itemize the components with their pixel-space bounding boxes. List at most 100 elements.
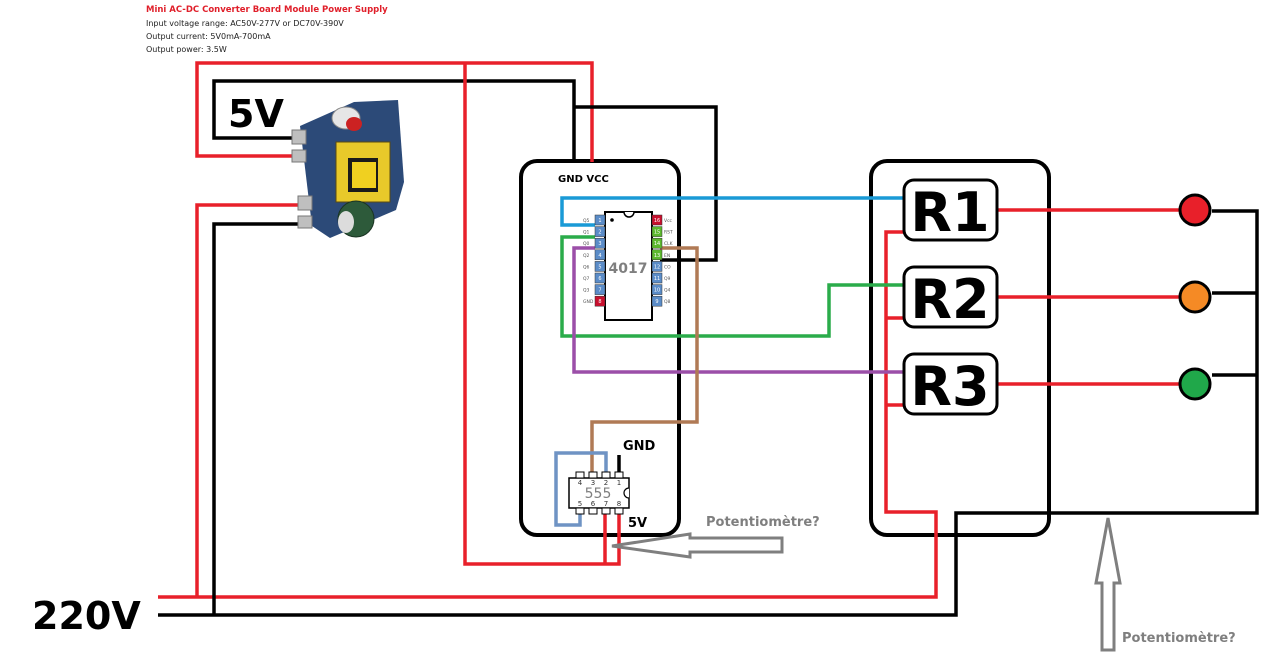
pin-box xyxy=(594,295,606,307)
ic-4017-pin: 4Q2 xyxy=(583,249,606,261)
pin-name: Q9 xyxy=(664,276,671,282)
gnd-vcc-label: GND VCC xyxy=(558,174,609,185)
power-supply-module-image xyxy=(291,100,404,238)
ic-555-pin xyxy=(614,471,624,479)
pin-number: 16 xyxy=(654,218,660,224)
supply-ac-neutral-wire xyxy=(212,222,303,615)
pin-number: 13 xyxy=(654,253,660,259)
lamp-icon xyxy=(1178,193,1212,227)
pin-name: Q6 xyxy=(583,264,590,270)
pin-number: 7 xyxy=(604,500,608,508)
mains-neutral-wire xyxy=(158,209,1259,617)
pin-name: GND xyxy=(583,299,594,305)
pin-number: 4 xyxy=(578,479,583,487)
pin-number: 9 xyxy=(655,299,658,305)
potentiometer-arrow-up xyxy=(1094,517,1122,652)
pin-number: 3 xyxy=(591,479,595,487)
ic-4017-pin: 5 Q6 xyxy=(583,261,606,272)
enable-to-gnd-wire xyxy=(574,105,718,262)
ic-555-pin xyxy=(601,507,611,515)
ic-555-pin xyxy=(601,471,611,479)
pin-number: 12 xyxy=(654,264,660,270)
pin-name: EN xyxy=(664,253,670,259)
pin-box xyxy=(594,261,606,272)
mains-wires xyxy=(158,203,1259,617)
ic-4017-pin: 9 Q8 xyxy=(651,295,671,307)
spec-input-voltage: Input voltage range: AC50V-277V or DC70V… xyxy=(146,19,344,28)
pin-number: 1 xyxy=(617,479,621,487)
pin-box xyxy=(651,214,663,226)
pin-name: RST xyxy=(664,230,673,236)
clock-wire xyxy=(590,246,699,472)
ic-4017-pin: 14 CLK xyxy=(651,237,674,249)
pin-number: 5 xyxy=(598,264,601,270)
pin-number: 10 xyxy=(654,288,660,294)
pin-name: Q0 xyxy=(583,241,590,247)
pin-number: 1 xyxy=(598,218,601,224)
pin-box xyxy=(651,237,663,249)
pin-number: 3 xyxy=(598,241,601,247)
relay-box xyxy=(902,352,999,416)
pin-number: 15 xyxy=(654,230,660,236)
supply-ac-live-wire xyxy=(195,203,303,597)
pin-box xyxy=(594,249,606,261)
relay-board-outline xyxy=(869,159,1051,537)
ic-555-label: 555 xyxy=(585,486,612,502)
ic-555-pin xyxy=(588,507,598,515)
ic-555-notch xyxy=(623,487,630,499)
controller-board-outline xyxy=(519,159,681,537)
ic-4017-pin: 3 Q0 xyxy=(583,237,606,249)
pin-name: CLK xyxy=(664,241,674,247)
pin-box xyxy=(594,226,606,237)
pin-number: 6 xyxy=(591,500,596,508)
pin-name: Q7 xyxy=(583,276,590,282)
dc-5v-wire xyxy=(195,61,594,162)
lamp-icon xyxy=(1178,280,1212,314)
q1-relay1-wire xyxy=(560,196,904,227)
pin-name: Q4 xyxy=(664,288,671,294)
pin-box xyxy=(651,284,663,295)
ic-4017-pin: 6 Q7 xyxy=(583,272,606,284)
relay-3: R3 xyxy=(902,352,1212,418)
pin-box xyxy=(594,272,606,284)
trigger-threshold-loop xyxy=(554,451,608,527)
pin-box xyxy=(594,237,606,249)
spec-output-current: Output current: 5V0mA-700mA xyxy=(146,32,271,41)
relay-label: R3 xyxy=(910,355,989,418)
relay-label: R1 xyxy=(910,181,989,244)
relay-label: R2 xyxy=(910,268,989,331)
pin-number: 2 xyxy=(598,230,601,236)
mains-live-wire xyxy=(158,230,938,599)
pin-number: 5 xyxy=(578,500,582,508)
pin-number: 6 xyxy=(598,276,601,282)
pin-name: Q5 xyxy=(583,218,590,224)
pin-box xyxy=(594,214,606,226)
mains-220v-label: 220V xyxy=(32,594,141,638)
ic-4017-pin: 7Q3 xyxy=(583,284,606,295)
ic-4017-pin: 15 RST xyxy=(651,226,673,237)
pin-name: Q3 xyxy=(583,288,590,294)
pin-box xyxy=(651,249,663,261)
555-gnd-label: GND xyxy=(623,439,656,454)
pin-name: Q8 xyxy=(664,299,671,305)
module-title: Mini AC-DC Converter Board Module Power … xyxy=(146,5,388,15)
potentiometer-annotation-2: Potentiomètre? xyxy=(1122,631,1236,646)
ic-555-pin xyxy=(575,507,585,515)
pin-name: Q1 xyxy=(583,230,590,236)
555-5v-label: 5V xyxy=(628,516,647,531)
relay-box xyxy=(902,178,999,242)
pin-number: 14 xyxy=(654,241,660,247)
ic-555-pin xyxy=(614,507,624,515)
pin-box xyxy=(594,284,606,295)
pin-number: 4 xyxy=(598,253,601,259)
pin-box xyxy=(651,272,663,284)
